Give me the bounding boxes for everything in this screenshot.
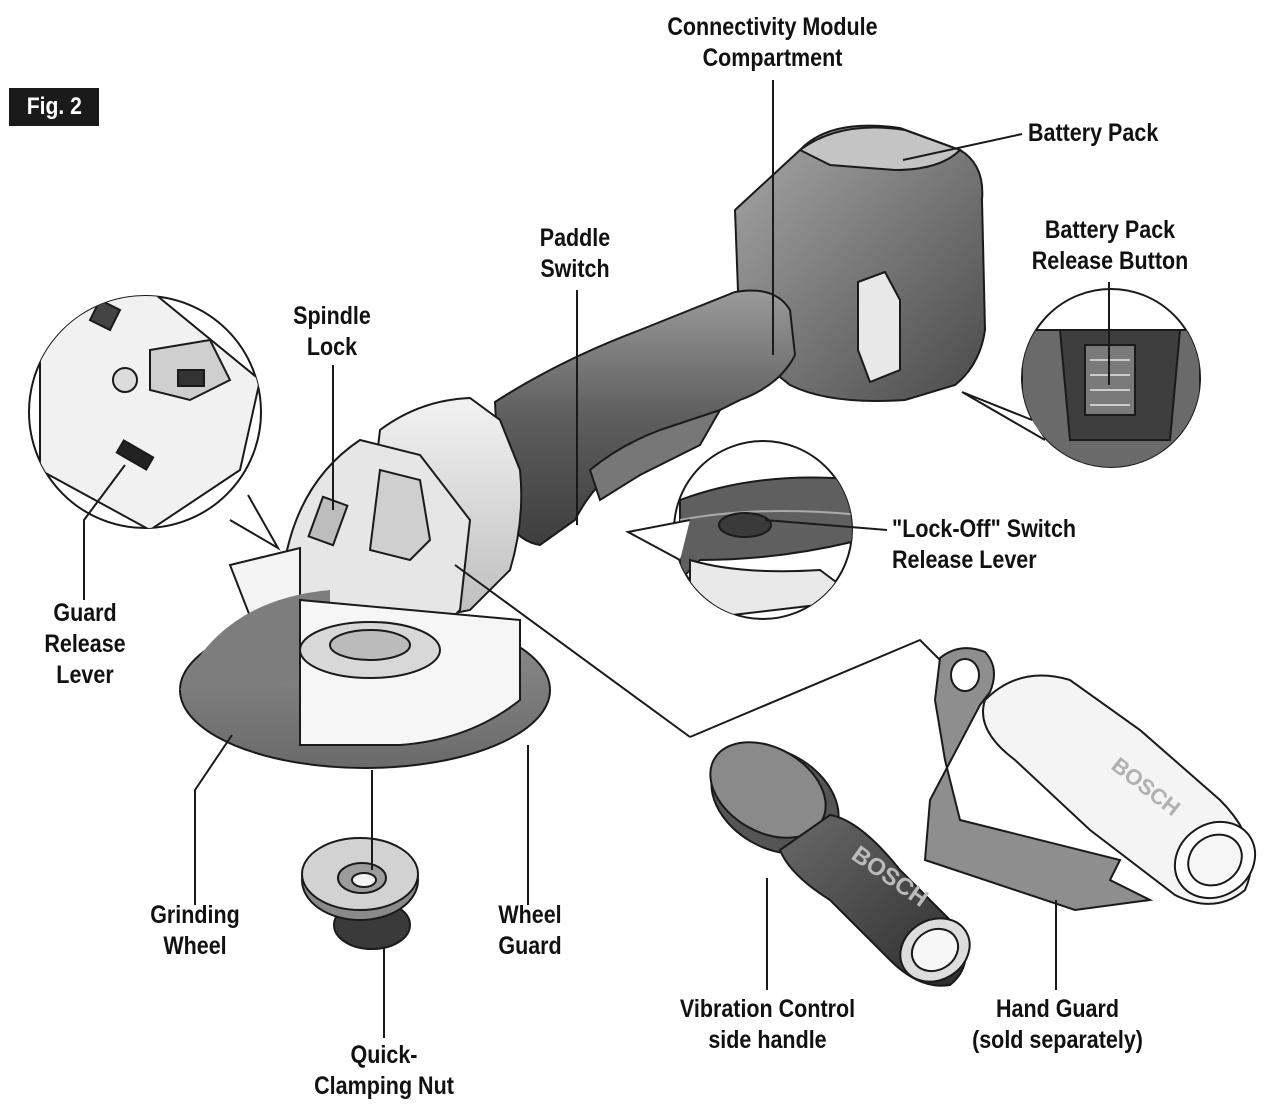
detail-circle-battery-release: [961, 288, 1201, 468]
figure-badge: Fig. 2: [9, 88, 99, 126]
grinder-body: [179, 124, 987, 769]
hand-guard: BOSCH: [923, 647, 1257, 912]
detail-circle-lock-off: [625, 440, 853, 620]
detail-circle-guard-release: [28, 295, 281, 551]
label-hand-guard: Hand Guard(sold separately): [972, 995, 1143, 1054]
label-battery-pack: Battery Pack: [1028, 119, 1159, 147]
label-quick-clamping-nut: Quick-Clamping Nut: [314, 1041, 454, 1100]
quick-clamping-nut: [301, 837, 419, 950]
leader-lines: [83, 80, 1110, 1038]
